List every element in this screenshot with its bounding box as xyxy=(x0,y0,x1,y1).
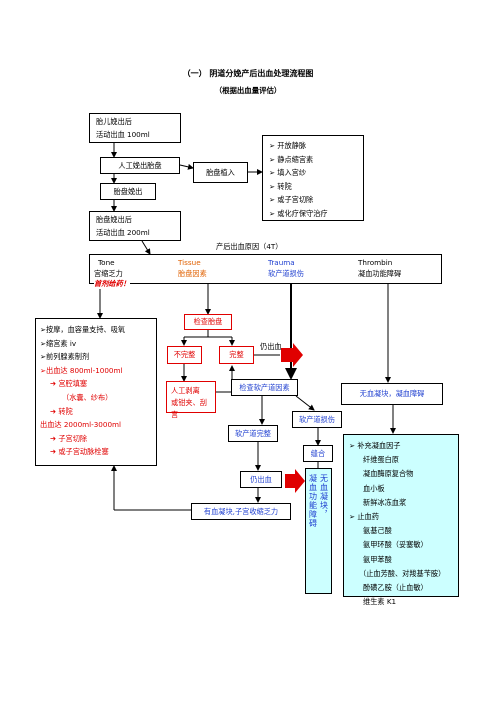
coag-treatment-item: 酚磺乙胺（止血敏） xyxy=(363,583,428,593)
coag-treatment-item: 氨甲环酸（妥塞敏） xyxy=(363,540,428,550)
check-canal-box: 检查软产道因素 xyxy=(231,379,298,396)
implant-measure-item: ➢ 转院 xyxy=(269,181,292,191)
suture-box: 缝合 xyxy=(303,445,333,462)
tone-sub1-a: ➔ 宫腔填塞 xyxy=(50,379,88,389)
cause-tone-cn: 宫缩乏力 xyxy=(94,269,123,278)
cause-tissue-en: Tissue xyxy=(178,258,201,267)
cause-tissue-cn: 胎盘因素 xyxy=(178,269,207,278)
coag-list-2: 氨基己酸氨甲环酸（妥塞敏） 氨甲苯酸 （止血芳酸、对羧基苄胺） 酚磺乙胺（止血敏） 维生… xyxy=(349,524,453,609)
placenta-implant-box: 胎盘植入 xyxy=(193,162,248,183)
still-bleeding-box-2: 仍出血 xyxy=(240,471,282,488)
no-clot-vertical-line2: 凝血功能障碍 xyxy=(308,474,318,528)
implant-measure-item: ➢ 填入宫纱 xyxy=(269,168,307,177)
red-arrow-right-2 xyxy=(285,469,305,493)
incomplete-box: 不完整 xyxy=(167,346,202,364)
coag-treatment-box: ➢ 补充凝血因子 纤维蛋白原凝血酶原复合物血小板新鲜冰冻血浆 ➢ 止血药 氨基己… xyxy=(343,434,459,606)
no-clot-vertical-box: 无血凝块， 凝血功能障碍 xyxy=(305,468,332,594)
tone-item-4: ➢出血达 800ml-1000ml xyxy=(40,365,123,375)
implant-measure-item: ➢ 或子宫切除 xyxy=(269,195,314,204)
coag-treatment-item: 氨基己酸 xyxy=(363,526,392,536)
tone-actions-box: ➢按摩，血容量支持、吸氧 ➢缩宫素 iv ➢前列腺素制剂 ➢出血达 800ml-… xyxy=(35,318,157,466)
coag-treatment-item: 氨甲苯酸 xyxy=(363,554,392,564)
manual-removal-box: 人工娩出胎盘 xyxy=(100,157,180,174)
page-subtitle: （根据出血量评估） xyxy=(214,86,282,95)
coag-treatment-item: 凝血酶原复合物 xyxy=(363,469,414,479)
tone-sub2-b: ➔ 或子宫动脉栓塞 xyxy=(50,447,109,457)
no-clot-vertical-line1: 无血凝块， xyxy=(319,474,329,519)
tone-item-2: ➢缩宫素 iv xyxy=(40,338,77,348)
tone-sub2-a: ➔ 子宫切除 xyxy=(50,433,88,443)
manual-strip-line2: 或钳夹、刮宫 xyxy=(171,398,207,419)
tone-sub1-c: ➔ 转院 xyxy=(50,406,73,416)
step2-line1: 胎盘娩出后 xyxy=(96,215,132,224)
tone-item-3: ➢前列腺素制剂 xyxy=(40,352,90,362)
complete-box: 完整 xyxy=(219,346,254,364)
still-bleeding-label-1: 仍出血 xyxy=(260,342,282,351)
implant-measure-item: ➢ 开放静脉 xyxy=(269,141,307,150)
clot-atony-box: 有血凝块,子宫收缩乏力 xyxy=(191,503,291,520)
causes-box: Tone Tissue Trauma Thrombin 宫缩乏力 胎盘因素 软产… xyxy=(89,254,442,289)
cause-tone-en: Tone xyxy=(98,258,115,267)
step1-line2: 活动出血 100ml xyxy=(96,129,150,139)
coag-head-2: ➢ 止血药 xyxy=(349,512,379,522)
coag-treatment-item: 新鲜冰冻血浆 xyxy=(363,497,407,507)
step2-line2: 活动出血 200ml xyxy=(96,227,150,237)
cause-trauma-en: Trauma xyxy=(268,258,295,267)
coag-treatment-item: 维生素 K1 xyxy=(363,597,397,607)
implant-measures-box: ➢ 开放静脉 ➢ 静点缩宫素 ➢ 填入宫纱 ➢ 转院 ➢ 或子宫切除 ➢ 或化疗保守治疗 xyxy=(262,135,364,221)
manual-strip-box: 人工剥离 或钳夹、刮宫 xyxy=(166,381,216,419)
page-title: （一） 阴道分娩产后出血处理流程图 xyxy=(182,69,314,78)
coag-head-1: ➢ 补充凝血因子 xyxy=(349,441,401,450)
cause-thrombin-en: Thrombin xyxy=(358,258,393,267)
cause-trauma-cn: 软产道损伤 xyxy=(268,269,304,278)
red-arrow-right-1 xyxy=(281,343,303,367)
canal-injury-box: 软产道损伤 xyxy=(292,411,342,428)
cause-thrombin-cn: 凝血功能障碍 xyxy=(358,269,402,278)
step-placenta-delivered: 胎盘娩出后 活动出血 200ml xyxy=(89,211,181,241)
check-placenta-box: 检查胎盘 xyxy=(184,314,232,330)
implant-measure-item: ➢ 静点缩宫素 xyxy=(269,154,314,164)
tone-item-1: ➢按摩，血容量支持、吸氧 xyxy=(40,325,126,334)
cause-label: 产后出血原因（4T） xyxy=(216,242,283,251)
canal-intact-box: 软产道完整 xyxy=(228,425,278,442)
tone-bleed2: 出血达 2000ml-3000ml xyxy=(40,420,122,430)
step1-line1: 胎儿娩出后 xyxy=(96,117,132,126)
implant-measure-item: ➢ 或化疗保守治疗 xyxy=(269,208,328,218)
implant-measures-list: ➢ 开放静脉 ➢ 静点缩宫素 ➢ 填入宫纱 ➢ 转院 ➢ 或子宫切除 ➢ 或化疗保守治疗 xyxy=(269,139,357,220)
coag-treatment-item: 纤维蛋白原 xyxy=(363,455,399,465)
cause-note: 首剂给药！ xyxy=(94,279,130,289)
placenta-delivered-box: 胎盘娩出 xyxy=(100,183,156,200)
step-fetus-delivered: 胎儿娩出后 活动出血 100ml xyxy=(89,113,181,143)
manual-strip-line1: 人工剥离 xyxy=(171,386,200,395)
coag-treatment-item: 血小板 xyxy=(363,483,385,493)
no-clot-box: 无血凝块，凝血障碍 xyxy=(341,383,443,405)
tone-sub1-b: （水囊、纱布） xyxy=(62,392,113,402)
coag-list-1: 纤维蛋白原凝血酶原复合物血小板新鲜冰冻血浆 xyxy=(349,453,453,510)
coag-treatment-item: （止血芳酸、对羧基苄胺） xyxy=(359,568,446,578)
